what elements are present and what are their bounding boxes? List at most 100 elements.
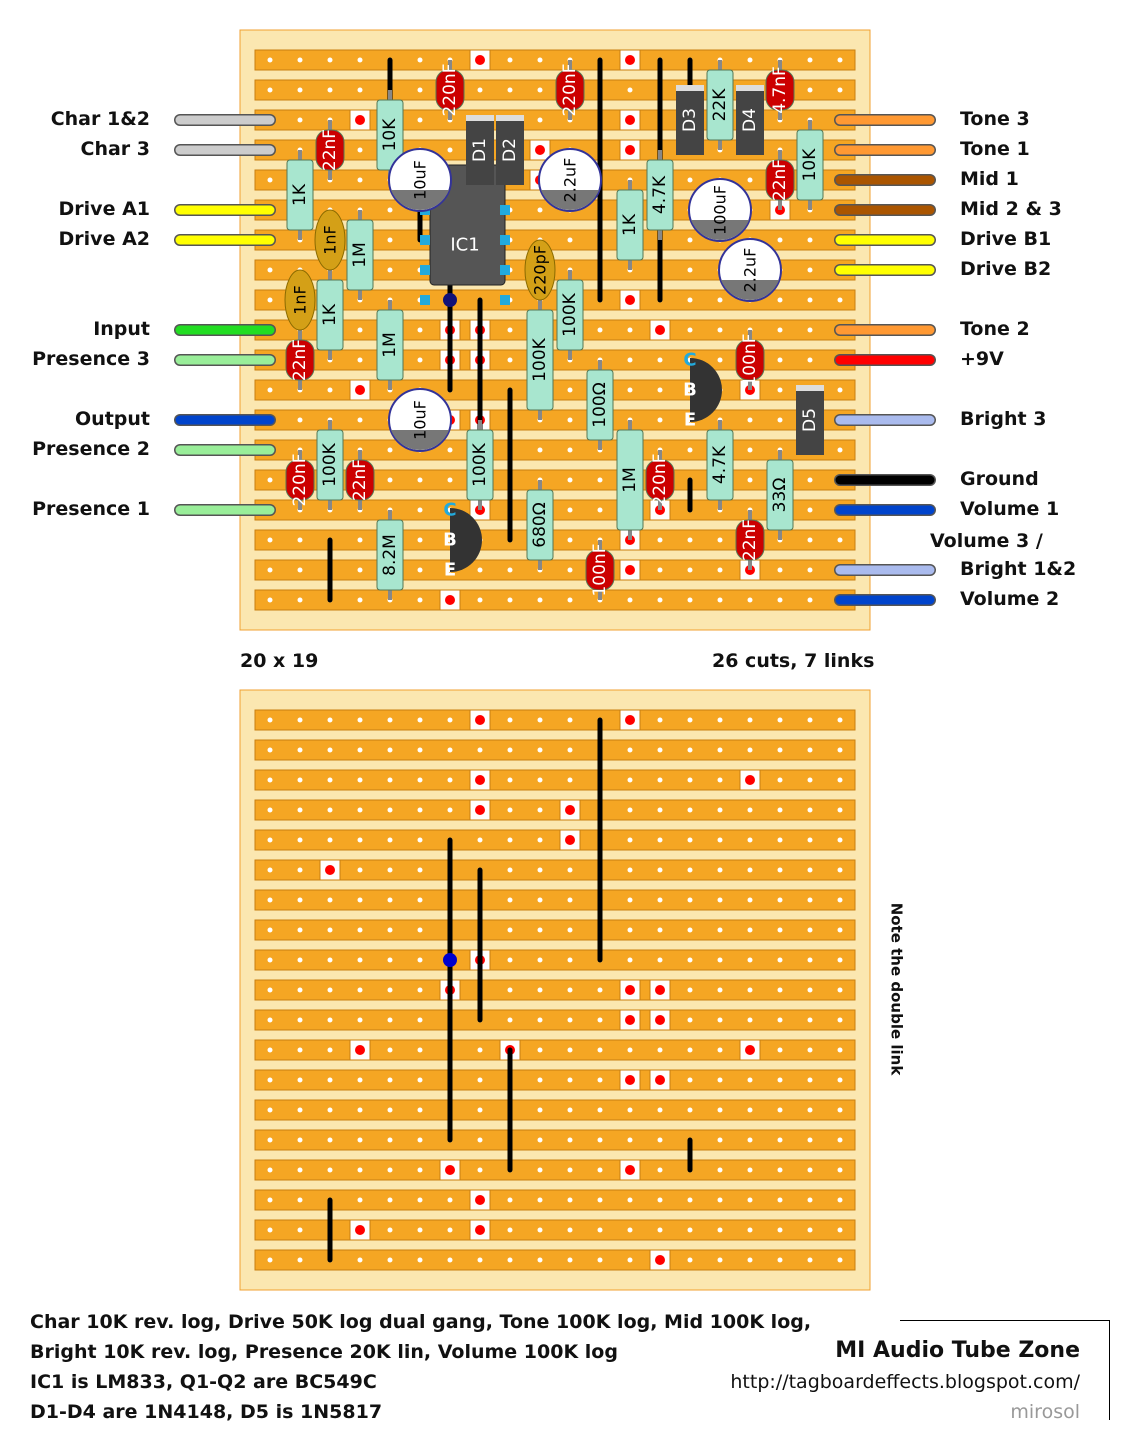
bottom-hole xyxy=(837,1017,843,1023)
top-hole xyxy=(387,207,393,213)
ceramic-capacitor-label: 1nF xyxy=(291,285,310,315)
top-hole xyxy=(417,87,423,93)
volume3-label: Volume 3 / xyxy=(930,530,1043,552)
top-hole xyxy=(807,237,813,243)
ic-info: IC1 is LM833, Q1-Q2 are BC549C xyxy=(30,1371,377,1393)
bottom-hole xyxy=(357,957,363,963)
bottom-hole xyxy=(477,747,483,753)
bottom-hole xyxy=(357,897,363,903)
resistor-body xyxy=(286,159,314,231)
diode-label: D5 xyxy=(800,408,820,432)
bottom-hole xyxy=(477,1107,483,1113)
bottom-hole xyxy=(777,1017,783,1023)
resistor-label: 100K xyxy=(530,337,550,381)
bottom-hole xyxy=(687,1017,693,1023)
bottom-hole xyxy=(297,837,303,843)
bottom-hole xyxy=(777,747,783,753)
bottom-hole xyxy=(357,927,363,933)
bottom-hole xyxy=(687,867,693,873)
bottom-hole xyxy=(387,1257,393,1263)
strip-cut-bottom-dot xyxy=(655,1015,665,1025)
bottom-hole xyxy=(507,777,513,783)
bottom-hole xyxy=(597,1047,603,1053)
top-hole xyxy=(537,87,543,93)
bottom-hole xyxy=(747,747,753,753)
film-capacitor-body xyxy=(765,159,795,201)
bottom-hole xyxy=(837,1137,843,1143)
top-hole xyxy=(687,267,693,273)
strip-cut-bottom-dot xyxy=(565,835,575,845)
top-hole xyxy=(747,447,753,453)
right-wire-label: +9V xyxy=(960,348,1004,370)
top-strip xyxy=(254,49,856,71)
bottom-hole xyxy=(837,1167,843,1173)
bottom-strip xyxy=(254,1249,856,1271)
resistor-body xyxy=(526,309,554,411)
bottom-hole xyxy=(687,777,693,783)
resistor-body xyxy=(556,279,584,351)
electrolytic-capacitor-stripe xyxy=(391,190,449,211)
bottom-hole xyxy=(807,867,813,873)
bottom-hole xyxy=(777,1137,783,1143)
top-hole xyxy=(777,237,783,243)
bottom-hole xyxy=(747,897,753,903)
board-size-label: 20 x 19 xyxy=(240,650,319,672)
bottom-hole xyxy=(537,897,543,903)
top-strip xyxy=(254,289,856,311)
top-hole xyxy=(807,567,813,573)
top-hole xyxy=(627,597,633,603)
ceramic-capacitor-label: 220pF xyxy=(531,245,550,295)
top-hole xyxy=(777,297,783,303)
bottom-hole xyxy=(507,957,513,963)
resistor-label: 1M xyxy=(350,242,370,267)
top-hole xyxy=(837,447,843,453)
bottom-hole xyxy=(327,927,333,933)
top-hole xyxy=(297,537,303,543)
top-hole xyxy=(417,357,423,363)
author-name: mirosol xyxy=(1010,1401,1080,1423)
top-strip xyxy=(254,439,856,461)
blog-url[interactable]: http://tagboardeffects.blogspot.com/ xyxy=(730,1371,1080,1393)
bottom-hole xyxy=(297,867,303,873)
bottom-hole xyxy=(537,867,543,873)
bottom-hole xyxy=(267,987,273,993)
film-capacitor-label: 22nF xyxy=(290,339,310,381)
top-hole xyxy=(747,57,753,63)
bottom-hole xyxy=(747,717,753,723)
bottom-hole xyxy=(567,927,573,933)
bottom-hole xyxy=(327,1167,333,1173)
bottom-hole xyxy=(357,1017,363,1023)
bottom-hole xyxy=(537,987,543,993)
top-hole xyxy=(567,597,573,603)
bottom-hole xyxy=(627,747,633,753)
bottom-hole xyxy=(297,987,303,993)
strip-cut-dot xyxy=(625,145,635,155)
bottom-hole xyxy=(567,1047,573,1053)
top-hole xyxy=(387,447,393,453)
top-hole xyxy=(837,297,843,303)
bottom-hole xyxy=(807,807,813,813)
bottom-hole xyxy=(387,957,393,963)
top-hole xyxy=(357,357,363,363)
bottom-hole xyxy=(567,1167,573,1173)
bottom-hole xyxy=(567,867,573,873)
bottom-hole xyxy=(297,1107,303,1113)
bottom-hole xyxy=(837,747,843,753)
strip-cut-bottom-dot xyxy=(355,1225,365,1235)
resistor-body xyxy=(616,189,644,261)
top-hole xyxy=(777,597,783,603)
bottom-strip xyxy=(254,949,856,971)
top-hole xyxy=(417,57,423,63)
left-wire-label: Presence 2 xyxy=(32,438,150,460)
strip-cut-bottom-dot xyxy=(625,1015,635,1025)
bottom-hole xyxy=(717,1017,723,1023)
bottom-hole xyxy=(297,1047,303,1053)
top-hole xyxy=(297,417,303,423)
top-hole xyxy=(717,597,723,603)
bottom-hole xyxy=(687,1257,693,1263)
right-wire-label: Mid 1 xyxy=(960,168,1019,190)
bottom-hole xyxy=(777,837,783,843)
top-hole xyxy=(447,147,453,153)
bottom-hole xyxy=(417,927,423,933)
